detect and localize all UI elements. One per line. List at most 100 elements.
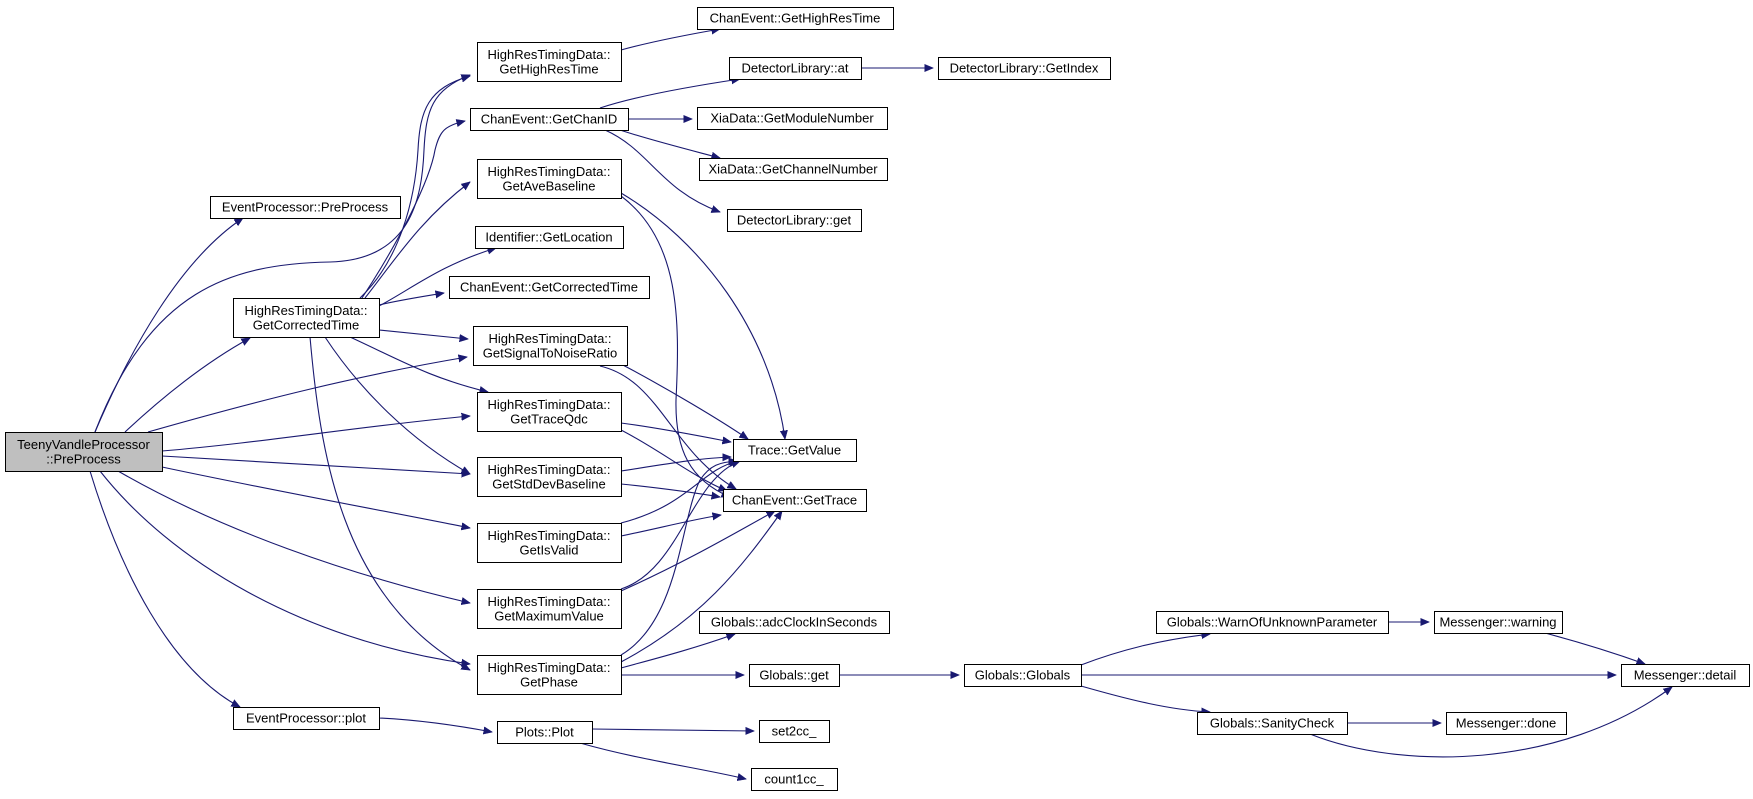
- node-label: HighResTimingData::: [487, 397, 610, 412]
- node-g-acis[interactable]: Globals::adcClockInSeconds: [699, 611, 890, 634]
- node-trace-gv[interactable]: Trace::GetValue: [733, 439, 857, 462]
- node-hrtd-gsnr[interactable]: HighResTimingData::GetSignalToNoiseRatio: [473, 326, 628, 366]
- node-dl-at[interactable]: DetectorLibrary::at: [729, 57, 862, 80]
- node-hrtd-gtq[interactable]: HighResTimingData::GetTraceQdc: [477, 392, 622, 432]
- edge-root-to-hrtd_gsnr: [147, 357, 467, 433]
- edge-line: [378, 293, 444, 306]
- node-count1cc[interactable]: count1cc_: [751, 768, 838, 791]
- node-plots-plot[interactable]: Plots::Plot: [497, 721, 593, 744]
- node-label: GetIsValid: [519, 542, 578, 557]
- node-hrtd-gct[interactable]: HighResTimingData::GetCorrectedTime: [233, 298, 380, 338]
- node-id-gl[interactable]: Identifier::GetLocation: [475, 226, 624, 249]
- edge-hrtd_gab-to-ce_gtrace: [620, 195, 730, 498]
- edge-line: [1080, 634, 1210, 666]
- edge-line: [147, 357, 467, 433]
- node-label: GetCorrectedTime: [253, 317, 359, 332]
- edge-line: [161, 416, 470, 452]
- edge-hrtd_gsdb-to-trace_gv: [620, 457, 731, 472]
- node-label: set2cc_: [772, 724, 818, 739]
- edge-ce_gcid-to-xia_gcn: [619, 129, 720, 158]
- node-box: [477, 523, 622, 563]
- edge-hrtd_gp-to-ce_gtrace: [620, 511, 782, 663]
- edge-g_globals-to-g_sc: [1080, 685, 1210, 712]
- edge-line: [620, 457, 731, 472]
- node-box: [964, 664, 1082, 687]
- edge-hrtd_gp-to-g_acis: [620, 634, 735, 669]
- edge-hrtd_gct-to-id_gl: [378, 248, 496, 307]
- edge-hrtd_gct-to-ce_gcid: [361, 121, 465, 299]
- node-m-warning[interactable]: Messenger::warning: [1434, 611, 1563, 634]
- node-label: Identifier::GetLocation: [485, 230, 612, 245]
- edge-line: [620, 511, 775, 592]
- edge-line: [378, 248, 496, 307]
- node-set2cc[interactable]: set2cc_: [759, 720, 830, 743]
- node-label: Globals::get: [759, 668, 829, 683]
- node-ce-ghrt[interactable]: ChanEvent::GetHighResTime: [697, 7, 894, 30]
- node-box: [1156, 611, 1389, 634]
- node-hrtd-ghrt[interactable]: HighResTimingData::GetHighResTime: [477, 42, 622, 82]
- edge-hrtd_gct-to-hrtd_gtq: [349, 336, 488, 392]
- edge-hrtd_gmv-to-ce_gtrace: [620, 511, 775, 592]
- edge-line: [620, 461, 738, 524]
- edge-line: [620, 29, 720, 51]
- edge-hrtd_gtq-to-ce_gtrace: [620, 429, 727, 492]
- edge-line: [1544, 632, 1645, 664]
- edges-layer: [89, 29, 1672, 779]
- edge-line: [94, 218, 243, 433]
- node-label: HighResTimingData::: [487, 462, 610, 477]
- node-dl-get[interactable]: DetectorLibrary::get: [727, 209, 862, 232]
- node-root[interactable]: TeenyVandleProcessor::PreProcess: [5, 432, 163, 472]
- node-label: XiaData::GetModuleNumber: [710, 111, 874, 126]
- edge-line: [124, 338, 250, 433]
- edge-hrtd_gct-to-ce_gct: [378, 293, 444, 306]
- edge-g_globals-to-g_woup: [1080, 634, 1210, 666]
- node-hrtd-gp[interactable]: HighResTimingData::GetPhase: [477, 655, 622, 695]
- node-label: HighResTimingData::: [244, 303, 367, 318]
- node-m-detail[interactable]: Messenger::detail: [1621, 664, 1750, 687]
- node-ce-gtrace[interactable]: ChanEvent::GetTrace: [723, 489, 867, 512]
- node-box: [699, 611, 890, 634]
- edge-m_warning-to-m_detail: [1544, 632, 1645, 664]
- edge-line: [620, 363, 748, 439]
- edge-hrtd_ghrt-to-ce_ghrt: [620, 29, 720, 51]
- node-m-done[interactable]: Messenger::done: [1446, 712, 1567, 735]
- node-label: DetectorLibrary::GetIndex: [950, 61, 1099, 76]
- node-ce-gct[interactable]: ChanEvent::GetCorrectedTime: [449, 276, 650, 299]
- node-box: [1621, 664, 1750, 687]
- node-dl-gi[interactable]: DetectorLibrary::GetIndex: [938, 57, 1111, 80]
- node-label: Globals::Globals: [975, 668, 1071, 683]
- node-hrtd-gmv[interactable]: HighResTimingData::GetMaximumValue: [477, 589, 622, 629]
- node-hrtd-gsdb[interactable]: HighResTimingData::GetStdDevBaseline: [477, 457, 622, 497]
- edge-line: [309, 336, 470, 670]
- node-box: [1446, 712, 1567, 735]
- node-label: HighResTimingData::: [488, 331, 611, 346]
- edge-g_sc-to-m_detail: [1309, 687, 1672, 758]
- edge-hrtd_gct-to-hrtd_gsdb: [324, 336, 470, 474]
- node-box: [210, 196, 401, 219]
- node-g-sc[interactable]: Globals::SanityCheck: [1197, 712, 1348, 735]
- node-ep-preprocess[interactable]: EventProcessor::PreProcess: [210, 196, 401, 219]
- node-g-woup[interactable]: Globals::WarnOfUnknownParameter: [1156, 611, 1389, 634]
- node-ce-gcid[interactable]: ChanEvent::GetChanID: [470, 108, 629, 131]
- node-xia-gmn[interactable]: XiaData::GetModuleNumber: [697, 107, 888, 130]
- node-label: count1cc_: [764, 772, 824, 787]
- node-xia-gcn[interactable]: XiaData::GetChannelNumber: [699, 158, 888, 181]
- node-hrtd-gab[interactable]: HighResTimingData::GetAveBaseline: [477, 159, 622, 199]
- node-hrtd-giv[interactable]: HighResTimingData::GetIsValid: [477, 523, 622, 563]
- node-label: Globals::adcClockInSeconds: [711, 615, 878, 630]
- node-box: [1197, 712, 1348, 735]
- edge-hrtd_gmv-to-trace_gv: [620, 461, 740, 590]
- node-ep-plot[interactable]: EventProcessor::plot: [233, 707, 380, 730]
- node-box: [938, 57, 1111, 80]
- node-label: GetTraceQdc: [510, 411, 588, 426]
- node-g-get[interactable]: Globals::get: [749, 664, 840, 687]
- node-label: ChanEvent::GetHighResTime: [710, 11, 881, 26]
- edge-hrtd_gsnr-to-trace_gv: [620, 363, 748, 439]
- node-label: HighResTimingData::: [487, 164, 610, 179]
- node-box: [477, 42, 622, 82]
- edge-line: [1309, 687, 1672, 758]
- nodes-layer: TeenyVandleProcessor::PreProcessEventPro…: [5, 7, 1750, 791]
- edge-hrtd_gab-to-trace_gv: [620, 192, 785, 439]
- edge-line: [620, 515, 721, 537]
- node-g-globals[interactable]: Globals::Globals: [964, 664, 1082, 687]
